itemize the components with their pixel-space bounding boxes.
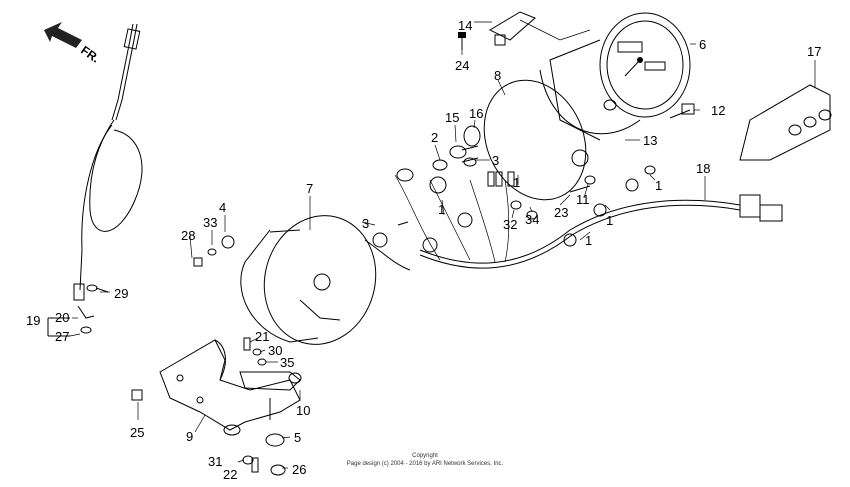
callout-20: 20 (55, 310, 69, 325)
indicator-panel (739, 84, 832, 161)
callout-27: 27 (55, 329, 69, 344)
direction-label: FR. (78, 43, 102, 66)
callout-11: 11 (576, 192, 590, 207)
callout-24: 24 (455, 58, 469, 73)
callout-25: 25 (130, 425, 144, 440)
callout-1a: 1 (655, 178, 662, 193)
callout-15: 15 (445, 110, 459, 125)
callout-1b: 1 (438, 202, 445, 217)
callout-22: 22 (223, 467, 237, 482)
callout-14: 14 (458, 18, 472, 33)
callout-16: 16 (469, 106, 483, 121)
callout-21: 21 (255, 329, 269, 344)
callout-23: 23 (554, 205, 568, 220)
part-20-29-27 (77, 284, 109, 334)
callout-3b: 3 (362, 216, 369, 231)
callout-3a: 3 (492, 153, 499, 168)
callout-12: 12 (711, 103, 725, 118)
callout-28: 28 (181, 228, 195, 243)
speedometer (539, 12, 691, 141)
callout-6: 6 (699, 37, 706, 52)
speedometer-cable (73, 23, 143, 301)
screw-24 (458, 32, 466, 50)
callout-31: 31 (208, 454, 222, 469)
copyright-line1: Copyright (412, 453, 438, 459)
callout-1e: 1 (585, 233, 592, 248)
meter-ring (483, 79, 587, 201)
bracket-hardware (131, 235, 286, 476)
callout-19: 19 (26, 313, 40, 328)
callout-13: 13 (643, 133, 657, 148)
callout-35: 35 (280, 355, 294, 370)
callout-34: 34 (525, 212, 539, 227)
callout-4: 4 (219, 200, 226, 215)
meter-case (240, 215, 377, 345)
bulbs (372, 103, 695, 253)
callout-labels: 1 1 1 1 1 2 3 3 4 5 6 7 8 9 10 11 12 13 … (26, 18, 821, 482)
callout-10: 10 (296, 403, 310, 418)
light-socket-14 (488, 11, 591, 46)
callout-1c: 1 (513, 175, 520, 190)
copyright-line2: Page design (c) 2004 - 2016 by ARI Netwo… (347, 461, 504, 467)
callout-17: 17 (807, 44, 821, 59)
wire-harness (364, 174, 783, 271)
callout-32: 32 (503, 217, 517, 232)
callout-7: 7 (306, 181, 313, 196)
callout-2: 2 (431, 130, 438, 145)
callout-5: 5 (294, 430, 301, 445)
callout-18: 18 (696, 161, 710, 176)
callout-30: 30 (268, 343, 282, 358)
callout-29: 29 (114, 286, 128, 301)
front-direction-arrow-icon (44, 22, 82, 48)
leader-lines (69, 21, 816, 469)
callout-8: 8 (494, 68, 501, 83)
callout-1d: 1 (606, 213, 613, 228)
callout-9: 9 (186, 429, 193, 444)
callout-33: 33 (203, 215, 217, 230)
callout-26: 26 (292, 462, 306, 477)
